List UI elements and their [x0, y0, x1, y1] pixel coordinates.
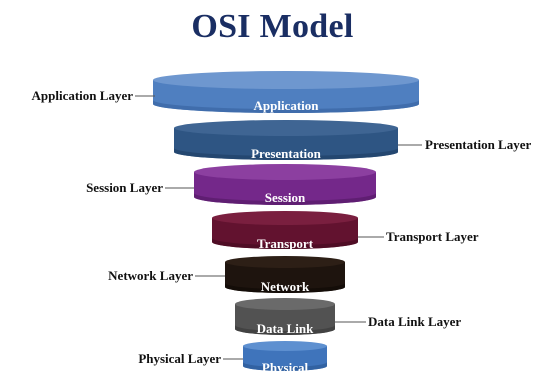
layer-session-side-label: Session Layer: [86, 180, 163, 195]
layer-network-label: Network: [261, 279, 310, 294]
layer-session-label: Session: [265, 190, 306, 205]
diagram-title: OSI Model: [191, 8, 354, 45]
layer-network: Network Network Layer: [108, 256, 345, 294]
layer-physical-disk-top: [243, 341, 327, 351]
layer-transport-side-label: Transport Layer: [386, 229, 479, 244]
layer-transport-disk-body: [212, 218, 358, 249]
layer-transport-disk-top: [212, 211, 358, 225]
layer-session-disk-shade: [194, 193, 376, 205]
layer-application-disk-body: [153, 80, 419, 113]
layer-physical-disk-shade: [243, 362, 327, 371]
layer-physical-side-label: Physical Layer: [138, 351, 221, 366]
layer-presentation-disk-shade: [174, 148, 398, 160]
layer-network-disk-shade: [225, 283, 345, 293]
layer-data-link-disk-top: [235, 298, 335, 310]
layer-transport-disk-shade: [212, 238, 358, 249]
layer-network-disk-top: [225, 256, 345, 268]
layer-application-disk-shade: [153, 100, 419, 113]
layer-physical-disk-body: [243, 346, 327, 371]
layer-data-link: Data Link Data Link Layer: [235, 298, 461, 336]
layer-application-side-label: Application Layer: [32, 88, 134, 103]
layer-data-link-disk-shade: [235, 325, 335, 335]
layer-application: Application Application Layer: [32, 71, 419, 113]
layer-transport-label: Transport: [257, 236, 314, 251]
layer-physical: Physical Physical Layer: [138, 341, 327, 375]
layer-presentation-label: Presentation: [251, 146, 322, 161]
layer-physical-label: Physical: [262, 360, 309, 375]
layer-data-link-side-label: Data Link Layer: [368, 314, 461, 329]
layer-session: Session Session Layer: [86, 164, 376, 205]
layer-presentation-disk-top: [174, 120, 398, 136]
layer-data-link-disk-body: [235, 304, 335, 335]
layer-presentation-disk-body: [174, 128, 398, 160]
layer-session-disk-top: [194, 164, 376, 180]
layer-presentation-side-label: Presentation Layer: [425, 137, 531, 152]
layer-session-disk-body: [194, 172, 376, 205]
layer-application-label: Application: [253, 98, 319, 113]
layer-transport: Transport Transport Layer: [212, 211, 479, 251]
layer-network-disk-body: [225, 262, 345, 293]
layer-network-side-label: Network Layer: [108, 268, 193, 283]
layer-data-link-label: Data Link: [257, 321, 314, 336]
layer-presentation: Presentation Presentation Layer: [174, 120, 531, 161]
layer-application-disk-top: [153, 71, 419, 89]
